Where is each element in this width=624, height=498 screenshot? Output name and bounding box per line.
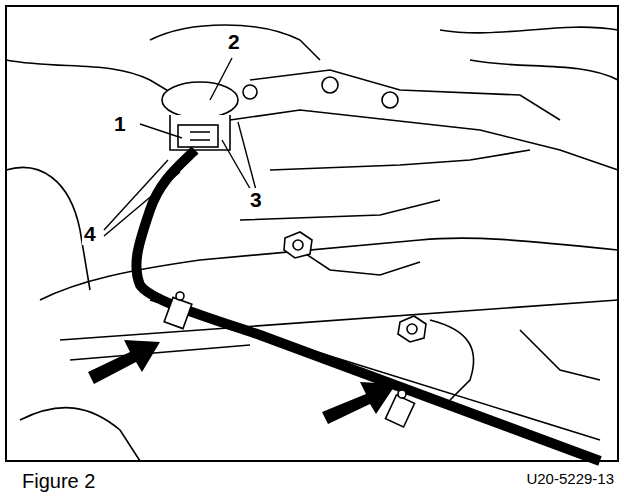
vacuum-hose [136, 150, 600, 461]
figure-frame [6, 6, 618, 461]
label-holder: 1 [112, 112, 128, 135]
figure-code: U20-5229-13 [524, 470, 616, 487]
callout-number: 3 [248, 188, 264, 211]
hose-guide-rail [150, 300, 600, 440]
pressure-component [162, 82, 238, 150]
direction-arrows [88, 340, 396, 424]
callout-number: 2 [226, 30, 242, 53]
label-holder: U20-5229-13 [524, 470, 616, 488]
label-holder: 3 [248, 188, 264, 211]
label-holder: Figure 2 [20, 470, 97, 492]
label-holder: 4 [82, 222, 98, 245]
bolts [243, 77, 426, 342]
engine-outlines [6, 25, 618, 461]
callout-number: 1 [112, 112, 128, 135]
hose-clamps [164, 292, 414, 427]
leader-lines [104, 58, 256, 236]
label-holder: 2 [226, 30, 242, 53]
figure-caption: Figure 2 [20, 470, 97, 492]
callout-number: 4 [82, 222, 98, 245]
